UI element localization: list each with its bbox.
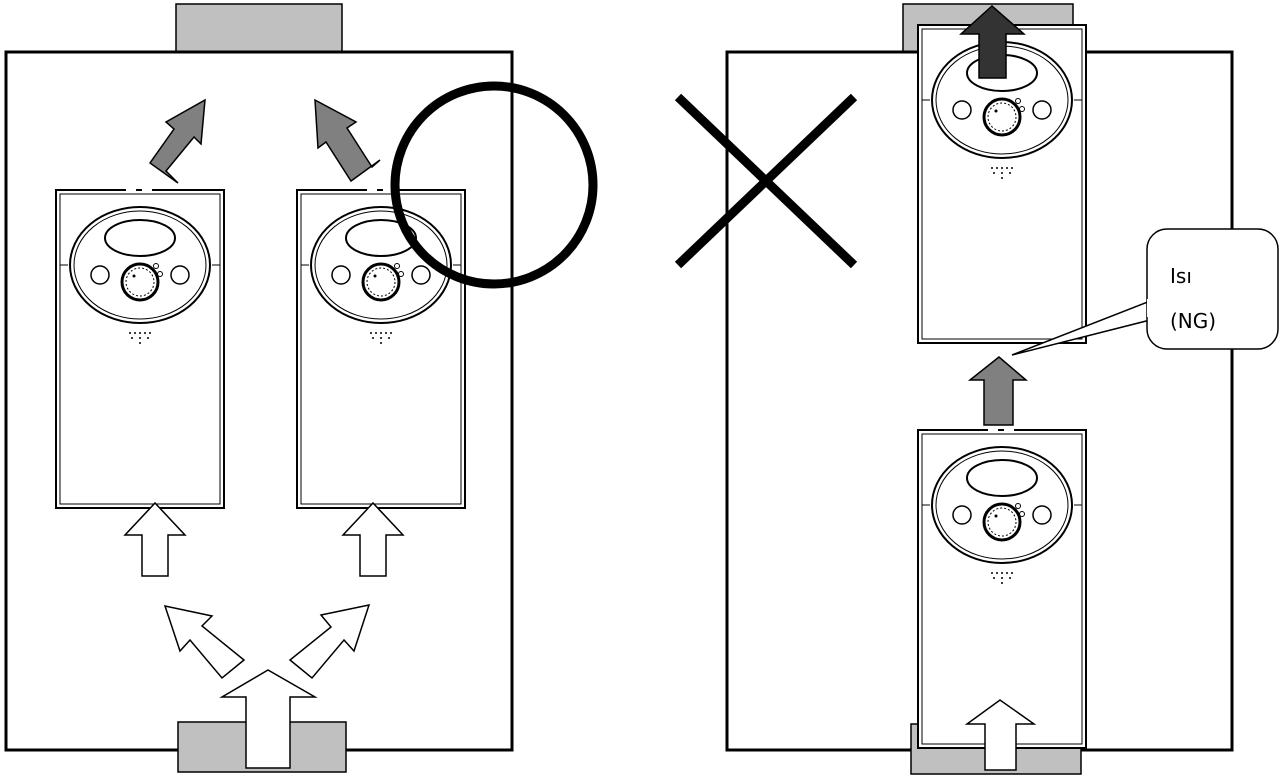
left-drive-2: [295, 188, 467, 510]
right-intake-arrow: [964, 699, 1037, 771]
left-main-intake-arrow: [219, 669, 318, 769]
left-intake-diagonal-arrow-1: [163, 604, 246, 680]
ok-circle-icon: [390, 81, 598, 289]
right-exhaust-arrow: [959, 4, 1026, 79]
left-top-vent: [175, 3, 343, 53]
heat-callout-status: (NG): [1170, 309, 1216, 333]
left-hot-air-arrow-2: [314, 98, 381, 183]
right-panel: Isı (NG): [725, 3, 1279, 775]
right-hot-air-arrow: [967, 356, 1029, 426]
left-intake-arrow-1: [123, 501, 187, 577]
heat-callout-label: Isı: [1170, 264, 1192, 288]
left-hot-air-arrow-1: [148, 98, 206, 184]
left-intake-arrow-2: [341, 501, 405, 577]
heat-callout-bubble: [1146, 228, 1279, 350]
ng-cross-icon: [674, 93, 858, 269]
left-intake-diagonal-arrow-2: [288, 604, 371, 680]
left-drive-1: [54, 188, 226, 510]
right-drive-bottom: [916, 428, 1088, 750]
left-panel: [4, 3, 598, 773]
